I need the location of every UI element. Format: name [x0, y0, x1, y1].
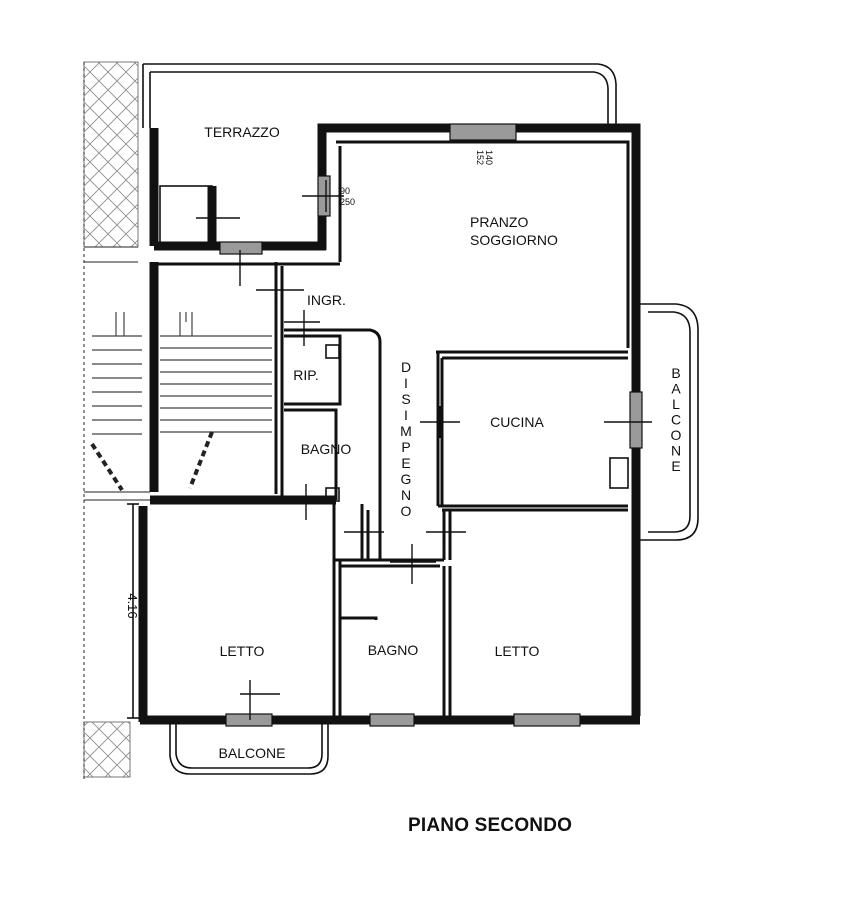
room-label-balcone-south: BALCONE	[219, 745, 286, 761]
room-label-bagno-1: BAGNO	[301, 441, 352, 457]
window-dim-terrazzo-a: 90	[340, 186, 350, 196]
room-label-terrazzo: TERRAZZO	[204, 124, 280, 140]
room-label-letto-2: LETTO	[495, 643, 540, 659]
room-label-cucina: CUCINA	[490, 414, 544, 430]
neighbour-hatch	[83, 61, 139, 780]
balconies	[169, 303, 699, 775]
window-dim-pranzo-a: 140	[484, 150, 494, 165]
interior-walls	[154, 262, 629, 716]
room-label-ingresso: INGR.	[307, 292, 346, 308]
room-label-soggiorno: SOGGIORNO	[470, 232, 558, 248]
dimension-line: 4.16	[125, 503, 140, 719]
room-label-pranzo: PRANZO	[470, 214, 528, 230]
window-dim-pranzo-b: 152	[475, 150, 485, 165]
room-label-bagno-2: BAGNO	[368, 642, 419, 658]
window-dim-terrazzo-b: 250	[340, 197, 355, 207]
door-markers	[196, 180, 652, 720]
room-label-letto-1: LETTO	[220, 643, 265, 659]
stairwell	[84, 312, 272, 501]
terrace-box	[159, 185, 213, 245]
terrace-parapet	[142, 63, 617, 128]
room-label-ripostiglio: RIP.	[293, 367, 318, 383]
dimension-label: 4.16	[125, 593, 140, 618]
plan-title: PIANO SECONDO	[408, 815, 573, 836]
